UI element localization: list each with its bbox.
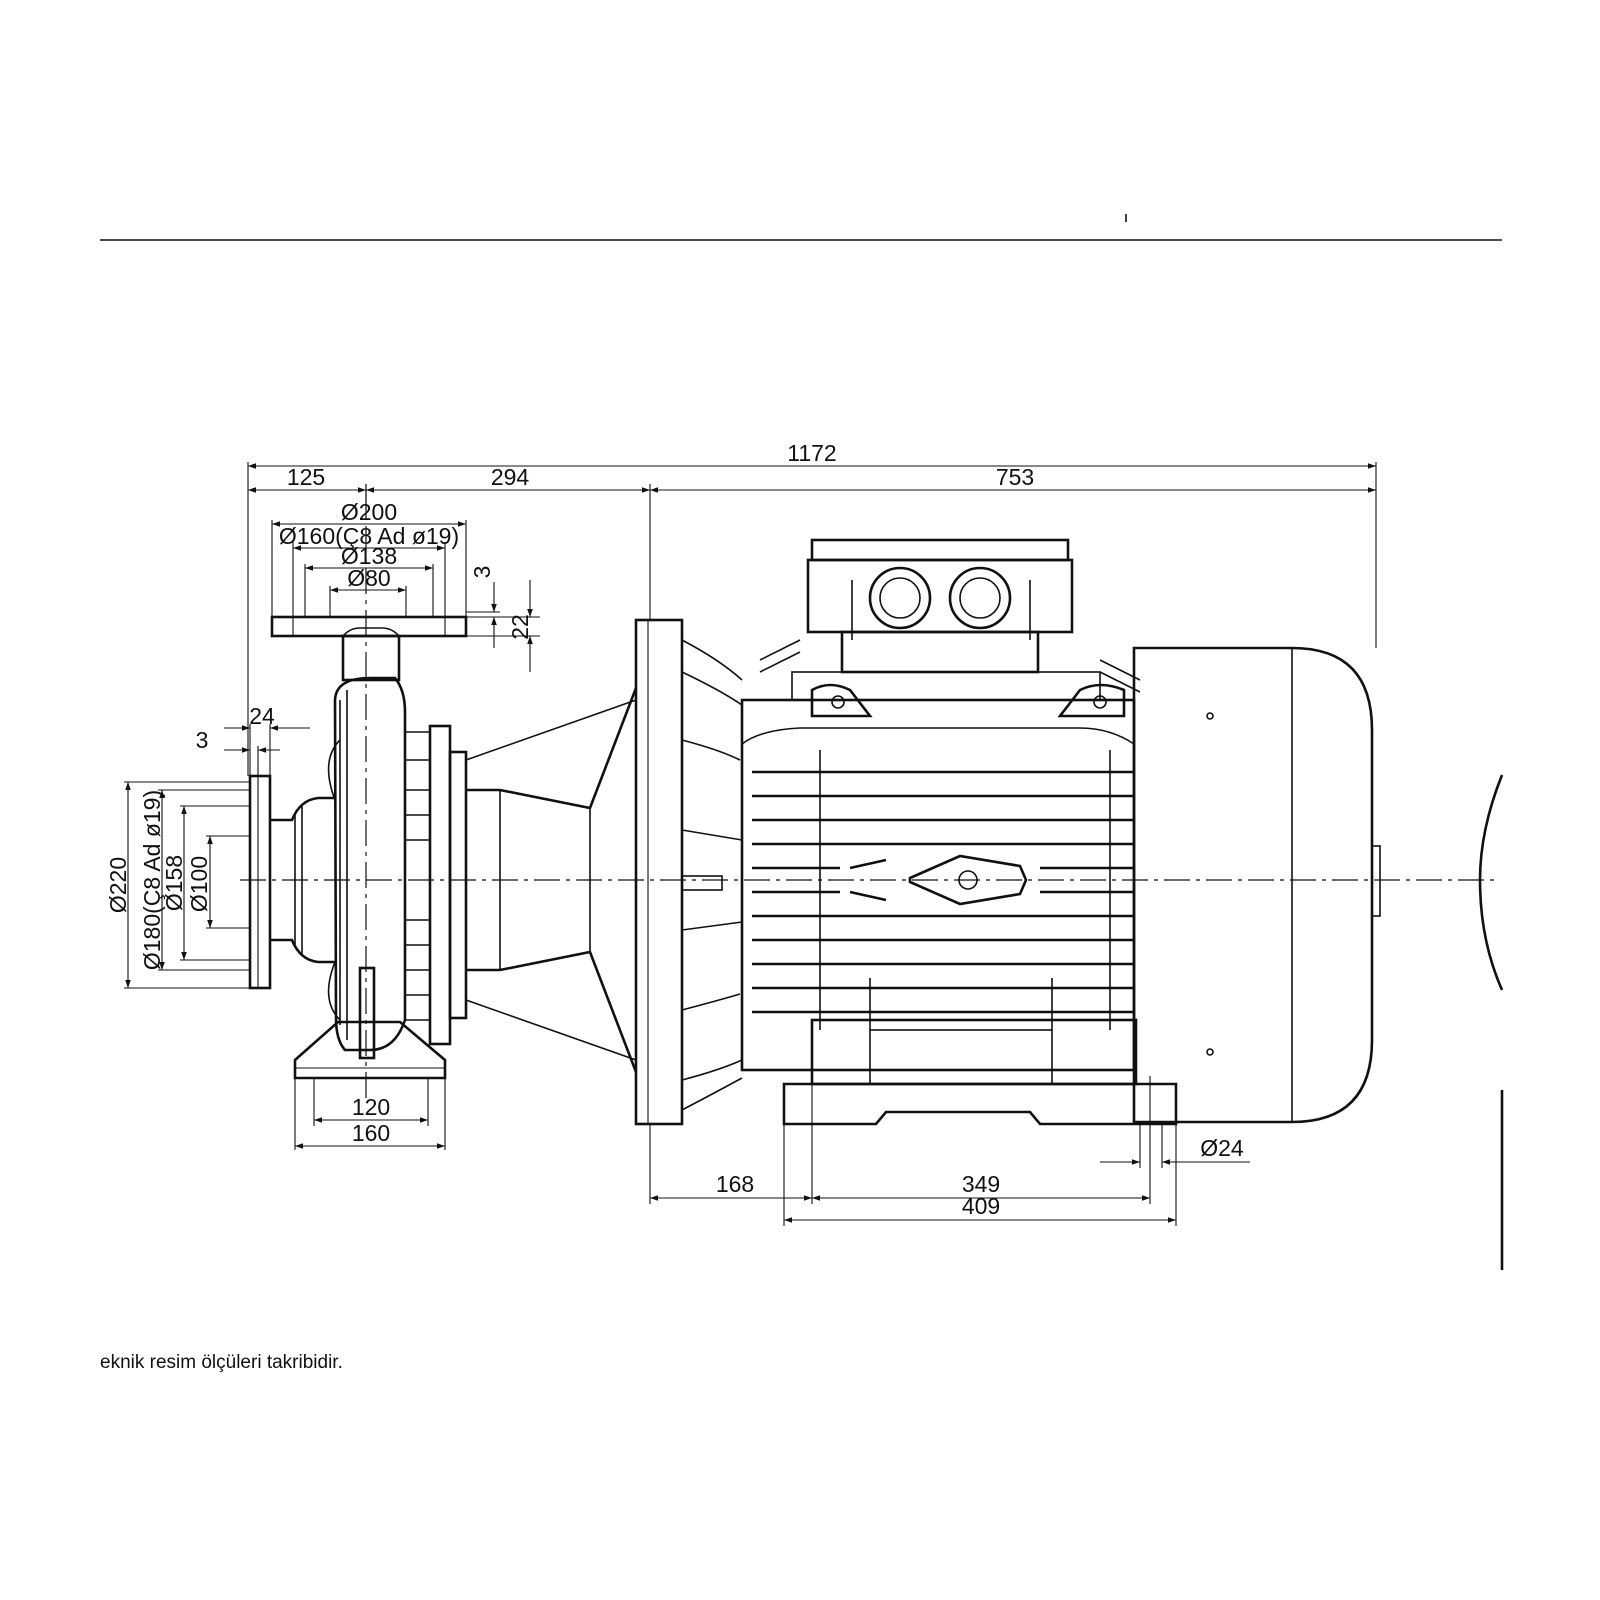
cooling-fins xyxy=(741,727,1135,1030)
dim-3-top: 3 xyxy=(469,566,495,579)
dim-3-side: 3 xyxy=(196,727,209,753)
dim-flange-outer: Ø200 xyxy=(341,499,397,525)
dim-294: 294 xyxy=(491,464,530,490)
dim-foot-hole: Ø24 xyxy=(1200,1135,1244,1161)
discharge-neck xyxy=(341,634,401,682)
motor-emblem xyxy=(849,854,1028,906)
dim-753: 753 xyxy=(996,464,1034,490)
footer-note: eknik resim ölçüleri takribidir. xyxy=(100,1352,343,1373)
dim-foot-120: 120 xyxy=(352,1094,390,1120)
electric-motor xyxy=(681,538,1381,1126)
lantern-bracket xyxy=(465,687,638,1073)
dim-409: 409 xyxy=(962,1193,1000,1219)
motor-feet xyxy=(782,978,1178,1126)
motor-flange xyxy=(634,618,684,1126)
edge-view-outline xyxy=(1478,774,1504,991)
dim-foot-160: 160 xyxy=(352,1120,390,1146)
dim-flange-raised: Ø138 xyxy=(341,543,397,569)
dim-168: 168 xyxy=(716,1171,754,1197)
dim-flange-bore: Ø80 xyxy=(347,565,390,591)
dim-suction-bolt: Ø180(Ç8 Ad ø19) xyxy=(139,790,165,970)
motor-body xyxy=(740,698,1136,1072)
dim-22: 22 xyxy=(507,614,533,640)
cable-gland-2 xyxy=(948,566,1012,630)
fan-cover xyxy=(1132,646,1381,1124)
dim-349: 349 xyxy=(962,1171,1000,1197)
dim-1172: 1172 xyxy=(787,440,836,466)
back-plate xyxy=(428,724,452,1046)
suction-flange xyxy=(248,774,272,990)
terminal-box xyxy=(759,538,1141,701)
dim-suction-raised: Ø158 xyxy=(161,855,187,911)
motor-base xyxy=(782,1082,1178,1126)
dim-24: 24 xyxy=(249,703,275,729)
dim-suction-bore: Ø100 xyxy=(186,856,212,912)
cable-gland-1 xyxy=(868,566,932,630)
dim-suction-outer: Ø220 xyxy=(105,857,131,913)
dim-flange-bolt: Ø160(Ç8 Ad ø19) xyxy=(279,523,459,549)
drain-plug xyxy=(358,966,376,1060)
dim-125: 125 xyxy=(287,464,325,490)
pump-casing xyxy=(248,615,468,1080)
discharge-flange xyxy=(270,615,468,638)
